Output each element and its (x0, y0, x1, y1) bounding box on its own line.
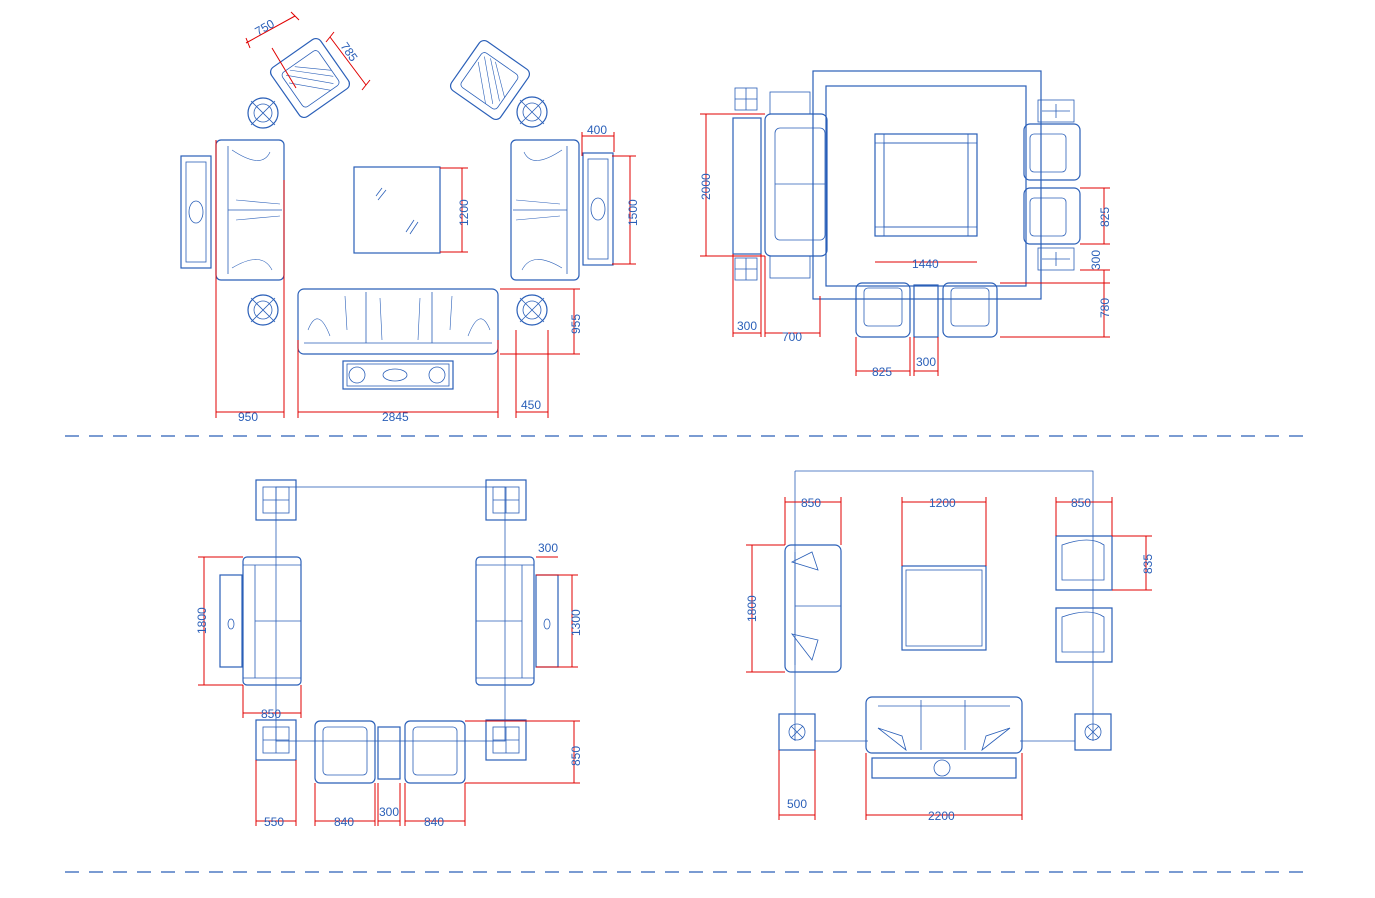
lamp-bottom-right (516, 294, 548, 326)
dim-chair-bottom-b: 825 (872, 365, 892, 379)
armchair-c-1 (314, 720, 376, 784)
dim-right-bottom-b: 780 (1098, 298, 1112, 318)
dim-sofa-depth-a: 955 (569, 314, 583, 334)
plan-d-dimensions (746, 497, 1152, 820)
coffee-table-b (874, 133, 978, 237)
sofa-d-left (784, 544, 842, 673)
plan-d-layout: 850 1200 850 835 1800 500 2200 (745, 470, 1155, 823)
armchair-rotated-left (269, 37, 351, 119)
armchair-b-bottom-1 (855, 282, 911, 338)
side-table-c-top-right (485, 479, 527, 521)
dim-side-table-d: 500 (787, 797, 807, 811)
dim-left-a: 950 (238, 410, 258, 424)
cabinet-c-left (219, 574, 243, 668)
lamp-top-right (516, 96, 548, 128)
dim-sofa-length-a: 1500 (626, 199, 640, 226)
armchair-d-1 (1055, 535, 1113, 591)
dim-main-sofa-d: 2200 (928, 809, 955, 823)
sofa-bottom (297, 288, 499, 355)
armchair-c-2 (404, 720, 466, 784)
dim-table-b: 1440 (912, 257, 939, 271)
sofa-left (215, 139, 285, 281)
plan-b-layout: 2000 825 300 780 1440 300 700 825 300 (699, 70, 1112, 379)
sofa-d-main (865, 696, 1023, 754)
plan-a-dimensions (215, 11, 636, 418)
armchair-b-bottom-2 (942, 282, 998, 338)
sofa-c-right (475, 556, 535, 686)
coffee-table-a (353, 166, 441, 254)
dim-cabinet-b: 300 (737, 319, 757, 333)
dim-cabinet-depth-c: 300 (538, 541, 558, 555)
dim-table-a: 1200 (457, 199, 471, 226)
rug-inner-b (825, 85, 1027, 287)
lamp-bottom-left (247, 294, 279, 326)
rug-outer-b (812, 70, 1042, 300)
side-table-b-bottom (913, 284, 939, 338)
dim-sofa-length-d: 1800 (745, 595, 759, 622)
armchair-d-2 (1055, 607, 1113, 663)
rug-outline-c (275, 486, 506, 742)
side-table-c-mid (377, 726, 401, 780)
sofa-right (510, 139, 580, 281)
side-table-b-right (1037, 99, 1075, 271)
dim-chairs-b: 825 (1098, 207, 1112, 227)
dim-gap-right-b: 300 (1089, 250, 1103, 270)
tv-cabinet-right (582, 152, 614, 266)
dim-chair-width: 750 (253, 16, 278, 38)
side-table-c-bottom-left (255, 719, 297, 761)
dim-end-table: 400 (587, 123, 607, 137)
dim-right-chair-d: 850 (1071, 496, 1091, 510)
dim-total-a: 2845 (382, 410, 409, 424)
dim-chair-1-c: 840 (334, 815, 354, 829)
dim-right-a: 450 (521, 398, 541, 412)
dim-side-table-c: 550 (264, 815, 284, 829)
armchair-b-right-2 (1023, 187, 1081, 245)
armchair-rotated-right (449, 39, 531, 121)
coffee-table-d (901, 565, 987, 651)
dim-chair-depth-c: 850 (569, 746, 583, 766)
plan-a-layout: 750 785 400 1200 1500 955 950 2845 450 (180, 11, 640, 424)
plan-c-dimensions (198, 556, 580, 826)
dim-sofa-depth-b: 700 (782, 330, 802, 344)
dim-gap-c: 300 (379, 805, 399, 819)
dim-chair-2-c: 840 (424, 815, 444, 829)
tv-cabinet-bottom (342, 360, 454, 390)
side-table-d-left (778, 713, 816, 751)
cabinet-c-right (535, 574, 559, 668)
dim-chair-depth-d: 835 (1141, 554, 1155, 574)
dim-sofa-depth-c: 850 (261, 707, 281, 721)
dim-height-b: 2000 (699, 173, 713, 200)
dim-sofa-length-c: 1800 (195, 607, 209, 634)
tv-cabinet-left (180, 155, 212, 269)
lamp-top-left (247, 97, 279, 129)
armchair-b-right-1 (1023, 123, 1081, 181)
plan-b-dimensions (700, 113, 1110, 376)
sofa-c-left (242, 556, 302, 686)
side-table-c-bottom-right (485, 719, 527, 761)
dim-left-sofa-d: 850 (801, 496, 821, 510)
sofa-b-left (764, 91, 828, 279)
side-table-c-top-left (255, 479, 297, 521)
tv-cabinet-b (732, 87, 762, 281)
dim-table-d: 1200 (929, 496, 956, 510)
dim-chair-depth: 785 (338, 40, 361, 65)
tv-cabinet-d (871, 757, 1017, 779)
dim-gap-bottom-b: 300 (916, 355, 936, 369)
dim-cabinet-length-c: 1300 (569, 609, 583, 636)
plan-c-layout: 1800 300 1300 850 850 550 840 300 840 (195, 479, 583, 829)
side-table-d-right (1074, 713, 1112, 751)
